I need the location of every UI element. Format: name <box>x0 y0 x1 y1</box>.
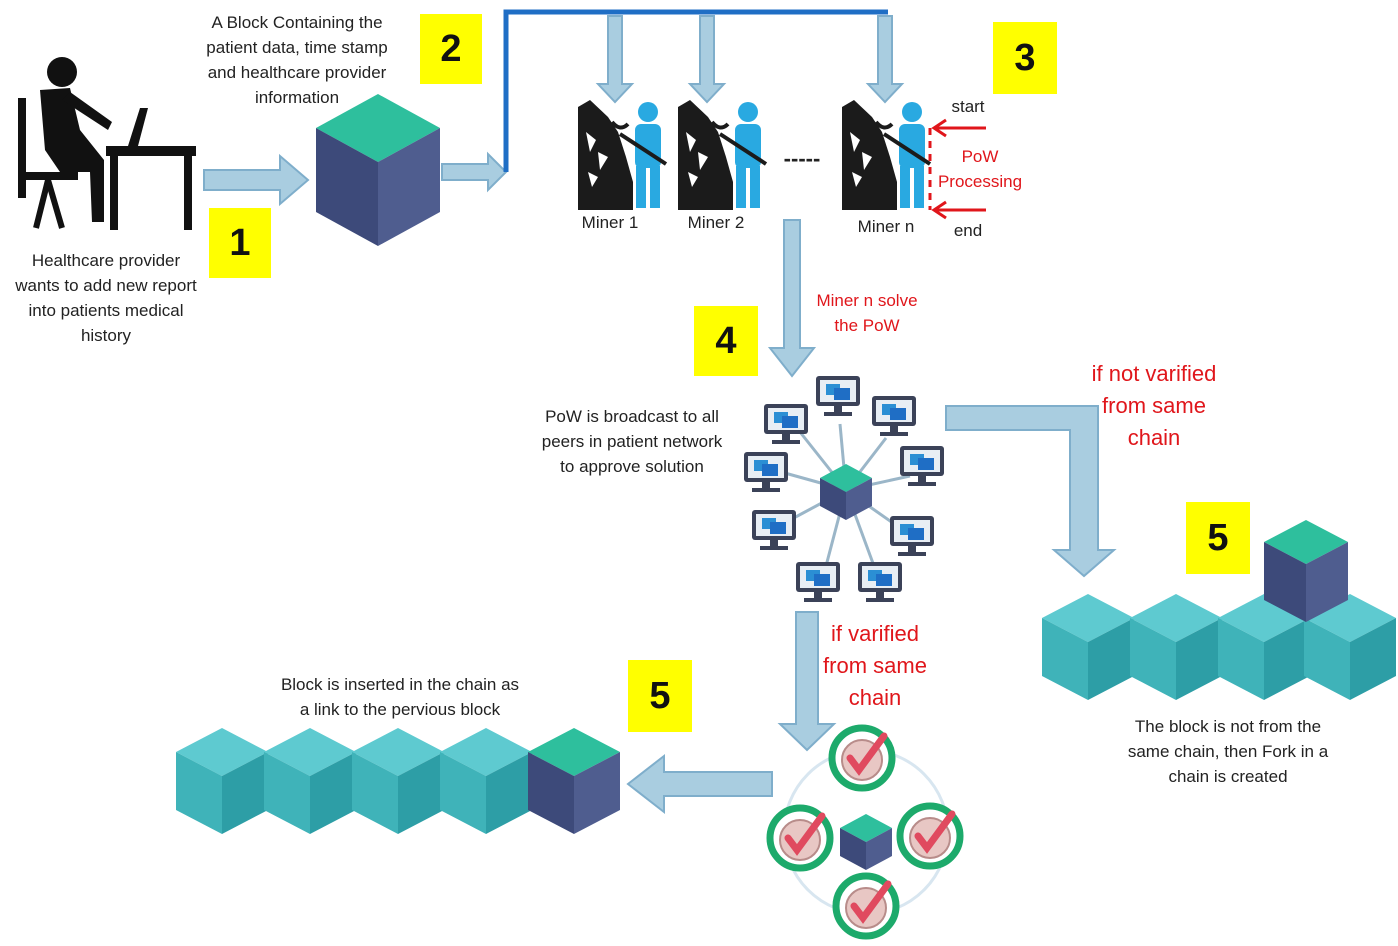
step-4-badge: 4 <box>694 306 758 376</box>
person-at-desk-icon <box>18 57 196 230</box>
miner-2-label: Miner 2 <box>687 213 745 232</box>
computer-icon <box>890 516 934 556</box>
arrow-verified <box>777 611 837 752</box>
check-badge-icon <box>900 806 960 866</box>
validation-ring <box>770 728 960 936</box>
block-caption: A Block Containing the patient data, tim… <box>206 13 388 107</box>
computer-icon <box>816 376 860 416</box>
peer-network <box>744 376 944 602</box>
verified-label: if varified from same chain <box>823 621 927 710</box>
arrow-block-to-network <box>441 151 508 193</box>
arrow-provider-to-block <box>203 153 310 207</box>
miner-n-icon <box>840 98 932 212</box>
fork-caption: The block is not from the same chain, th… <box>1127 717 1329 786</box>
provider-caption: Healthcare provider wants to add new rep… <box>15 251 197 345</box>
pow-end-label: end <box>953 221 983 240</box>
step-3-badge: 3 <box>993 22 1057 94</box>
main-chain <box>176 728 620 834</box>
broadcast-line <box>503 9 888 172</box>
inserted-caption: Block is inserted in the chain as a link… <box>280 675 520 719</box>
miner-1-icon <box>576 98 668 212</box>
pow-start-label: start <box>951 97 985 116</box>
computer-icon <box>796 562 840 602</box>
not-verified-label: if not varified from same chain <box>1091 361 1217 450</box>
pow-processing-bracket <box>928 118 986 220</box>
computer-icon <box>744 452 788 492</box>
computer-icon <box>752 510 796 550</box>
step-1-badge: 1 <box>209 208 271 278</box>
pow-processing-label: PoW Processing <box>937 147 1023 191</box>
check-badge-icon <box>832 728 892 788</box>
arrow-miners-to-network <box>767 219 817 378</box>
miner-2-icon <box>676 98 768 212</box>
check-badge-icon <box>770 808 830 868</box>
computer-icon <box>900 446 944 486</box>
check-badge-icon <box>836 876 896 936</box>
miner-n-label: Miner n <box>857 217 915 236</box>
block-cube-icon <box>316 94 440 246</box>
pow-solved-label: Miner n solve the PoW <box>816 291 918 335</box>
arrows-to-miners <box>595 15 905 104</box>
arrow-to-chain <box>626 753 773 815</box>
step-2-badge: 2 <box>420 14 482 84</box>
fork-chain <box>1042 520 1396 700</box>
step-5-chain-badge: 5 <box>628 660 692 732</box>
computer-icon <box>872 396 916 436</box>
arrow-not-verified <box>945 405 1117 578</box>
computer-icon <box>764 404 808 444</box>
miners-ellipsis: ----- <box>783 146 821 171</box>
computer-icon <box>858 562 902 602</box>
step-5-fork-badge: 5 <box>1186 502 1250 574</box>
miner-1-label: Miner 1 <box>581 213 639 232</box>
broadcast-caption: PoW is broadcast to all peers in patient… <box>541 407 723 476</box>
